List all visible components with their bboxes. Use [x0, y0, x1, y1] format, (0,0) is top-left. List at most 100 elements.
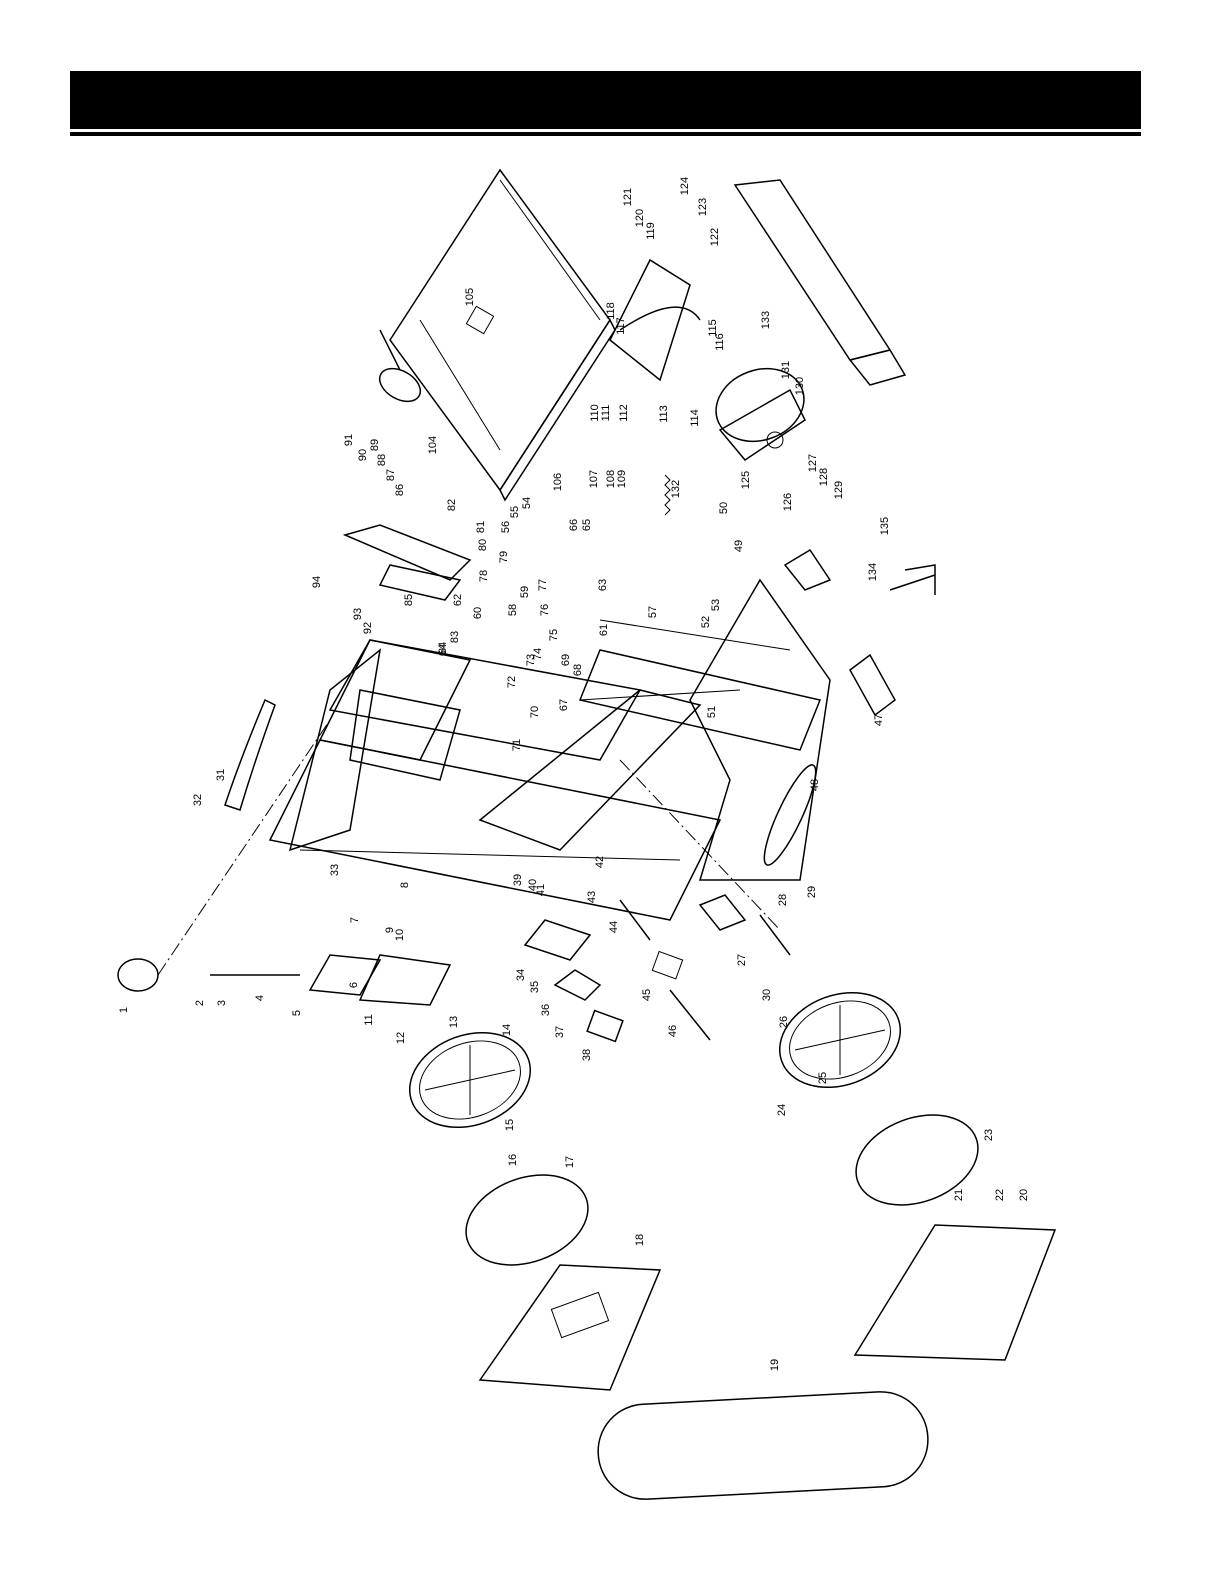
- callout-51: 51: [706, 706, 718, 718]
- callout-93: 93: [352, 608, 364, 620]
- callout-20: 20: [1018, 1189, 1030, 1201]
- callout-1: 1: [118, 1007, 130, 1013]
- callout-43: 43: [586, 891, 598, 903]
- callout-91: 91: [343, 434, 355, 446]
- callout-89: 89: [369, 439, 381, 451]
- callout-25: 25: [817, 1072, 829, 1084]
- callout-80: 80: [477, 539, 489, 551]
- callout-117: 117: [615, 317, 627, 335]
- belt: [763, 764, 817, 866]
- callout-88: 88: [376, 454, 388, 466]
- callout-123: 123: [697, 198, 709, 216]
- callout-42: 42: [594, 856, 606, 868]
- callout-75: 75: [548, 629, 560, 641]
- callout-24: 24: [776, 1104, 788, 1116]
- callout-66: 66: [568, 519, 580, 531]
- callout-124: 124: [679, 177, 691, 195]
- tension-knob: [117, 719, 331, 992]
- callout-76: 76: [539, 604, 551, 616]
- callout-78: 78: [478, 570, 490, 582]
- callout-3: 3: [216, 1000, 228, 1006]
- callout-70: 70: [529, 706, 541, 718]
- callout-16: 16: [507, 1154, 519, 1166]
- callout-116: 116: [714, 333, 726, 351]
- motor: [715, 367, 806, 461]
- callout-10: 10: [394, 929, 406, 941]
- callout-128: 128: [818, 468, 830, 486]
- callout-108: 108: [605, 470, 617, 488]
- callout-52: 52: [700, 616, 712, 628]
- callout-122: 122: [709, 228, 721, 246]
- callout-107: 107: [588, 470, 600, 488]
- callout-9: 9: [384, 927, 396, 933]
- callout-109: 109: [616, 470, 628, 488]
- callout-23: 23: [983, 1129, 995, 1141]
- callout-81: 81: [475, 521, 487, 533]
- callout-4: 4: [254, 995, 266, 1001]
- callout-82: 82: [446, 499, 458, 511]
- callout-73: 73: [525, 654, 537, 666]
- callout-132: 132: [670, 480, 682, 498]
- handle: [224, 698, 276, 811]
- callout-61: 61: [598, 624, 610, 636]
- spring: [664, 474, 671, 516]
- callout-28: 28: [777, 894, 789, 906]
- callout-72: 72: [506, 676, 518, 688]
- miter-gauge: [378, 329, 422, 403]
- wheel-covers: [478, 1224, 1057, 1391]
- callout-55: 55: [509, 506, 521, 518]
- callout-90: 90: [357, 449, 369, 461]
- callout-39: 39: [512, 874, 524, 886]
- callout-68: 68: [572, 664, 584, 676]
- callout-45: 45: [641, 989, 653, 1001]
- callout-13: 13: [448, 1016, 460, 1028]
- fence-rail: [733, 179, 907, 386]
- callout-131: 131: [780, 361, 792, 379]
- lower-wheel: [778, 991, 902, 1089]
- callout-129: 129: [833, 481, 845, 499]
- callout-27: 27: [736, 954, 748, 966]
- callout-18: 18: [634, 1234, 646, 1246]
- callout-87: 87: [385, 469, 397, 481]
- callout-64: 64: [437, 644, 449, 656]
- callout-47: 47: [873, 714, 885, 726]
- callout-41: 41: [535, 884, 547, 896]
- callout-33: 33: [329, 864, 341, 876]
- callout-48: 48: [809, 779, 821, 791]
- callout-46: 46: [667, 1025, 679, 1037]
- callout-126: 126: [782, 493, 794, 511]
- callout-77: 77: [537, 579, 549, 591]
- callout-120: 120: [634, 209, 646, 227]
- callout-22: 22: [994, 1189, 1006, 1201]
- pivot-rod: [619, 899, 711, 1041]
- callout-105: 105: [464, 288, 476, 306]
- callout-49: 49: [733, 540, 745, 552]
- callout-2: 2: [194, 1000, 206, 1006]
- callout-115: 115: [707, 319, 719, 337]
- lower-shaft: [619, 759, 791, 956]
- callout-121: 121: [622, 188, 634, 206]
- callout-37: 37: [554, 1026, 566, 1038]
- callout-118: 118: [605, 302, 617, 320]
- callout-26: 26: [778, 1016, 790, 1028]
- callout-63: 63: [597, 579, 609, 591]
- callout-56: 56: [500, 521, 512, 533]
- callout-17: 17: [564, 1156, 576, 1168]
- wrenches: [889, 564, 936, 595]
- callout-133: 133: [760, 311, 772, 329]
- callout-12: 12: [395, 1032, 407, 1044]
- callout-92: 92: [362, 622, 374, 634]
- callout-119: 119: [645, 222, 657, 240]
- callout-40: 40: [527, 879, 539, 891]
- callout-104: 104: [427, 436, 439, 454]
- callout-36: 36: [540, 1004, 552, 1016]
- tires: [465, 1114, 979, 1266]
- callout-14: 14: [501, 1024, 513, 1036]
- callout-60: 60: [472, 607, 484, 619]
- callout-84: 84: [437, 642, 449, 654]
- callout-85: 85: [403, 594, 415, 606]
- callout-59: 59: [519, 586, 531, 598]
- callout-69: 69: [560, 654, 572, 666]
- callout-62: 62: [452, 594, 464, 606]
